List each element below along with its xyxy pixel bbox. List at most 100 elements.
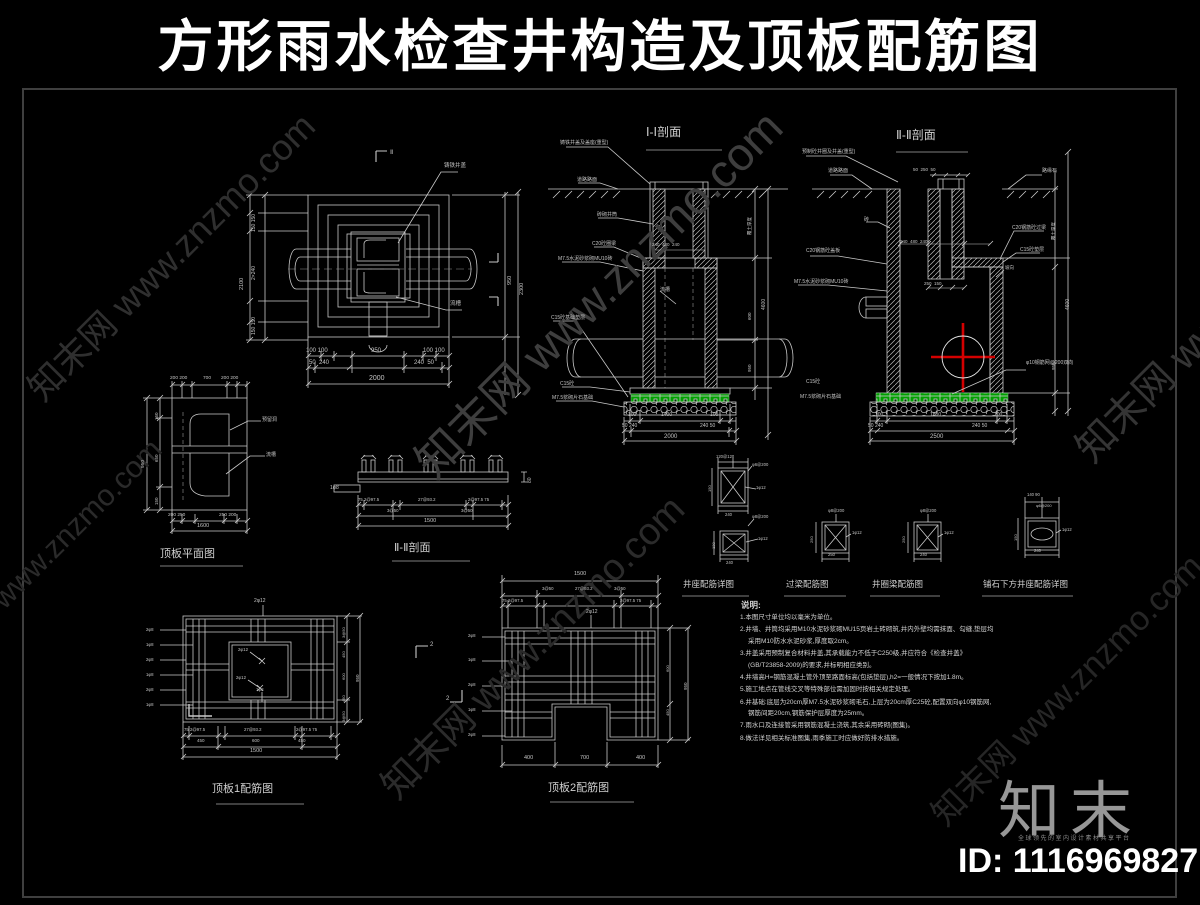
dim-label: 2φ8 bbox=[146, 657, 154, 662]
dim-label: 2000 bbox=[664, 434, 678, 440]
page-title: 方形雨水检查井构造及顶板配筋图 bbox=[157, 15, 1043, 78]
dim-label: φ8@200 bbox=[752, 514, 769, 519]
section-title-ii-ii: Ⅱ-Ⅱ剖面 bbox=[896, 128, 936, 142]
dim-label: 150 150 bbox=[251, 316, 257, 335]
caption-lintel-detail: 过梁配筋图 bbox=[786, 579, 829, 589]
dim-label: 80 bbox=[527, 477, 533, 483]
dim-label: 道路路面 bbox=[828, 168, 849, 174]
dim-label: C20砼圈梁 bbox=[592, 241, 617, 247]
slab1-reinforcement-drawing bbox=[160, 605, 364, 760]
note-item: 1.本图尺寸单位均以毫米为单位。 bbox=[740, 614, 837, 621]
dim-label: 27@93.2 bbox=[244, 727, 262, 732]
dim-label: 3@50 bbox=[341, 711, 346, 722]
dim-label: 150 bbox=[154, 412, 159, 420]
dim-label: 2φ12 bbox=[254, 598, 266, 604]
section-i-i-drawing bbox=[548, 146, 794, 445]
dim-label: φ8@200 bbox=[920, 508, 937, 513]
dim-label: 600 bbox=[252, 738, 260, 743]
section-title-i-i: Ⅰ-Ⅰ剖面 bbox=[646, 125, 682, 139]
dim-label: 200 200 bbox=[221, 376, 239, 381]
dim-label: 1φ12 bbox=[944, 530, 954, 535]
dim-label: 2φ8 bbox=[468, 633, 476, 638]
dim-label: 100 bbox=[710, 412, 719, 418]
znzmo-logo: 知末 bbox=[998, 777, 1143, 846]
caption-slab1: 顶板1配筋图 bbox=[212, 783, 274, 795]
dim-label: 1500 bbox=[424, 518, 437, 524]
dim-label: 150 bbox=[1013, 534, 1018, 541]
dim-label: 2@97.5 75 bbox=[296, 727, 318, 732]
dim-label: Ⅱ bbox=[390, 149, 394, 156]
dim-label: 1φ12 bbox=[852, 530, 862, 535]
notes-block: 1.本图尺寸单位均以毫米为单位。 2.井墙、井筒均采用M10水泥砂浆砌MU15页岩… bbox=[740, 612, 996, 745]
dim-label: 700 bbox=[580, 755, 590, 761]
dim-label: 铸铁井盖 bbox=[444, 163, 467, 169]
dim-label: 2φ8 bbox=[146, 627, 154, 632]
dim-label: 240 50 bbox=[972, 423, 988, 429]
dim-label: 600 bbox=[747, 312, 752, 320]
dim-label: 1φ8 bbox=[330, 485, 339, 491]
dim-label: 50 240 bbox=[868, 423, 884, 429]
dim-label: 砖 bbox=[864, 217, 870, 223]
note-item: 3.井盖采用预制复合材料井盖,其承载能力不低于C250级,并应符合《检查井盖》(… bbox=[740, 650, 967, 669]
caption-slab-section: Ⅱ-Ⅱ剖面 bbox=[394, 542, 431, 554]
dim-label: φ10钢筋网@200双向 bbox=[1026, 360, 1074, 366]
dim-label: 流槽 bbox=[266, 452, 277, 458]
caption-slab-plan: 顶板平面图 bbox=[160, 548, 215, 560]
dim-label: 450 bbox=[341, 651, 346, 658]
caption-underlines bbox=[160, 149, 1073, 805]
dim-label: 27@93.2 bbox=[575, 586, 593, 591]
dim-label: 650 bbox=[154, 454, 159, 462]
dim-label: 预留洞 bbox=[262, 417, 278, 423]
dim-label: 覆土厚度 bbox=[747, 217, 752, 235]
dim-label: 400 bbox=[524, 755, 534, 761]
note-item: 5.施工地点在管线交叉等特殊部位需加固时按相关规定处理。 bbox=[740, 686, 915, 694]
dim-label: 950 bbox=[355, 674, 360, 682]
dim-label: 预制砼井圈及井盖(重型) bbox=[802, 149, 856, 155]
dim-label: C20钢筋砼过梁 bbox=[1012, 225, 1047, 231]
dim-label: 240 bbox=[920, 552, 927, 557]
drawing-border-frame bbox=[22, 88, 1177, 898]
dim-label: 240 50 bbox=[700, 423, 716, 429]
dim-label: 1800 bbox=[930, 412, 942, 418]
dim-label: C15砼垫层 bbox=[1020, 247, 1045, 253]
note-item: 2.井墙、井筒均采用M10水泥砂浆砌MU15页岩土砖砌筑,井内外壁均需抹面、勾缝… bbox=[740, 626, 994, 645]
dim-label: M7.5水泥砂浆砌MU10砖 bbox=[558, 256, 613, 262]
dim-label: 3@50 bbox=[542, 586, 554, 591]
dim-label: 2φ12 bbox=[586, 609, 598, 615]
dim-label: 50 240 bbox=[309, 360, 330, 366]
dim-label: 240 50 bbox=[414, 360, 435, 366]
dim-label: 4600 bbox=[1065, 298, 1071, 310]
dim-label: 2@97.5 75 bbox=[468, 497, 490, 502]
dim-label: 1φ12 bbox=[758, 536, 768, 541]
dim-label: 1600 bbox=[197, 523, 210, 529]
note-item: 8.做法详见相关标准图集,雨季施工时应做好防排水措施。 bbox=[740, 734, 904, 742]
caption-seat-under-detail: 铺石下方井座配筋详图 bbox=[983, 579, 1069, 589]
dim-label: 道路路面 bbox=[577, 177, 598, 183]
dim-label: 2φ8 bbox=[468, 732, 476, 737]
dim-label: 200 250 bbox=[168, 513, 186, 518]
dim-label: 150 bbox=[707, 485, 712, 492]
dim-label: 50 250 50 bbox=[913, 167, 936, 172]
dim-label: M7.5浆砌片石基础 bbox=[800, 394, 842, 400]
note-item: 7.雨水口及连接管采用钢筋混凝土浇筑,其余采用砖砌(图集)。 bbox=[740, 722, 915, 730]
dim-label: 1500 bbox=[250, 748, 263, 754]
dim-label: 坡向 bbox=[1005, 265, 1014, 270]
dim-label: 450 bbox=[197, 738, 205, 743]
dim-label: 240 bbox=[726, 560, 733, 565]
caption-ring-beam-detail: 井圈梁配筋图 bbox=[872, 579, 924, 589]
dim-label: 950 bbox=[1051, 362, 1056, 370]
dim-label: 700 bbox=[203, 376, 212, 381]
dim-label: C15砼 bbox=[560, 381, 575, 387]
dim-label: 100 bbox=[875, 412, 884, 418]
dim-label: 600 bbox=[665, 665, 670, 672]
dim-label: 2 bbox=[446, 696, 450, 702]
dim-label: φ6@200 bbox=[752, 462, 769, 467]
dim-label: 铸铁井盖及盖座(重型) bbox=[560, 140, 609, 146]
dim-label: 2φ12 bbox=[238, 647, 248, 652]
dim-label: 1φ8 bbox=[146, 702, 154, 707]
dim-label: 950 bbox=[683, 682, 688, 690]
dim-label: 240 bbox=[725, 512, 732, 517]
dim-label: 3@50 bbox=[387, 508, 399, 513]
dim-label: 4600 bbox=[761, 298, 767, 310]
